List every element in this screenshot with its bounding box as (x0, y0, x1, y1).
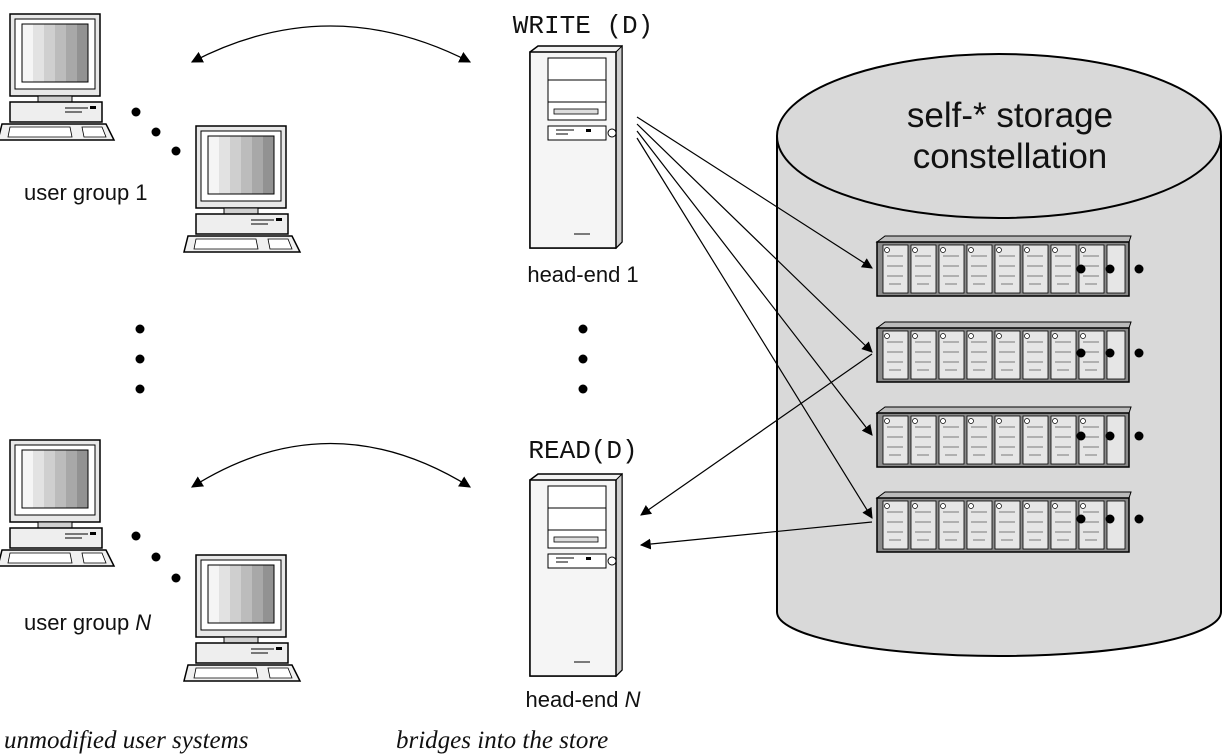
tower-server-icon (529, 45, 623, 249)
read-op-label: READ(D) (528, 436, 637, 466)
write-arrows (636, 116, 873, 519)
caption-middle: bridges into the store (396, 727, 608, 754)
user-group-1-label: user group 1 (24, 180, 148, 205)
head-end-n-label: head-end N (526, 687, 641, 712)
user-group-n-label: user group N (24, 610, 151, 635)
disk-array-icon (876, 321, 1132, 383)
tower-server-icon (529, 473, 623, 677)
head-end-n-prefix: head-end (526, 687, 625, 712)
storage-title-line2: constellation (913, 137, 1108, 176)
user-headend-link-n (191, 442, 471, 488)
storage-title-line1: self-* storage (907, 96, 1113, 135)
user-headend-link-1 (190, 25, 472, 63)
user-group-n-suffix: N (135, 610, 151, 635)
read-arrows (639, 353, 873, 550)
write-op-label: WRITE (D) (513, 11, 653, 41)
computer-icon (0, 13, 115, 141)
disk-array-icon (876, 491, 1132, 553)
disk-array-icon (876, 235, 1132, 297)
user-group-n-prefix: user group (24, 610, 135, 635)
head-end-n-suffix: N (625, 687, 641, 712)
array-ellipsis (1076, 264, 1144, 524)
caption-left: unmodified user systems (4, 727, 248, 754)
computer-icon (183, 554, 301, 682)
head-end-1-label: head-end 1 (527, 262, 638, 287)
disk-array-icon (876, 406, 1132, 468)
computer-icon (183, 125, 301, 253)
computer-icon (0, 439, 115, 567)
workstation-dots (131, 107, 588, 583)
